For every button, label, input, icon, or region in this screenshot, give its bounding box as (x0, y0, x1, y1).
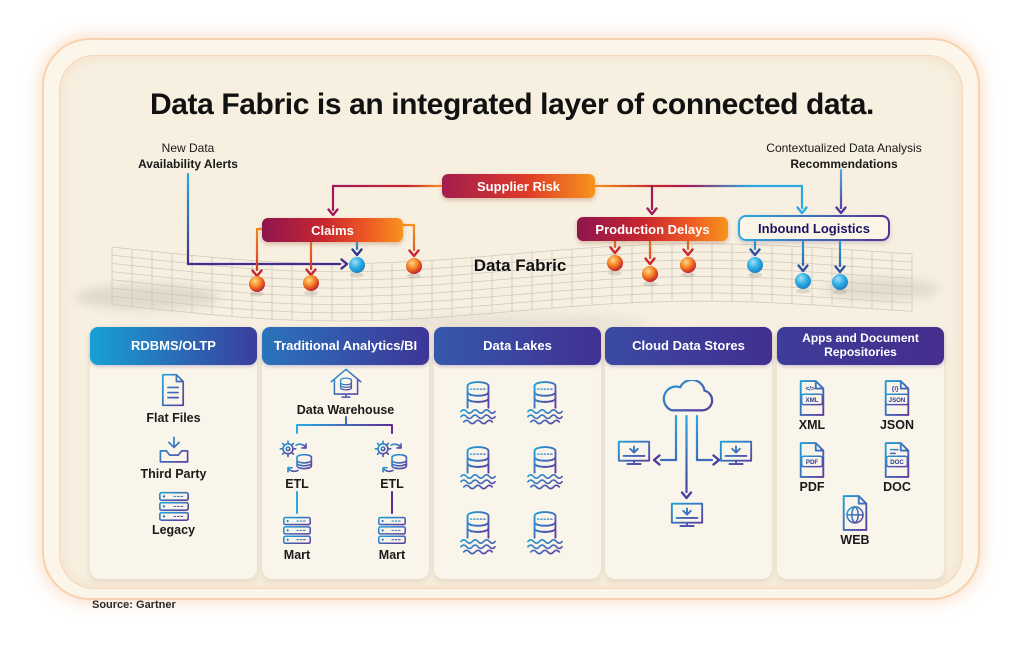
gear-database-sync-icon (276, 438, 318, 474)
node-claims: Claims (262, 218, 403, 242)
column-apps-document-repositories: Apps and Document Repositories </> XML {… (777, 327, 944, 579)
database-waves-icon (526, 509, 564, 555)
page-title: Data Fabric is an integrated layer of co… (149, 88, 874, 121)
json-file-icon: {i} JSON (881, 379, 913, 417)
warehouse-tree-connectors (296, 416, 393, 514)
column-header: Data Lakes (434, 327, 601, 365)
node-inbound-logistics: Inbound Logistics (738, 215, 890, 241)
annotation-line1: Contextualized Data Analysis (766, 141, 922, 155)
pdf-file-icon: PDF (796, 441, 828, 479)
database-waves-icon (459, 444, 497, 490)
column-item-label: Mart (378, 548, 406, 562)
column-item-label: ETL (285, 477, 309, 491)
column-rdbms-oltp: RDBMS/OLTP Flat Files Third Party Legacy (90, 327, 257, 579)
flat-file-document-icon (158, 373, 188, 407)
database-waves-icon (526, 444, 564, 490)
data-fabric-label: Data Fabric (473, 256, 567, 275)
annotation-line1: New Data (161, 141, 215, 155)
server-stack-icon (157, 491, 191, 521)
annotation-new-data: New Data Availability Alerts (103, 141, 273, 172)
json-badge-text: JSON (889, 397, 906, 404)
annotation-line2: Availability Alerts (138, 156, 238, 171)
column-item-label: Data Warehouse (296, 403, 395, 417)
column-item-label: WEB (840, 533, 870, 547)
column-header: RDBMS/OLTP (90, 327, 257, 365)
database-waves-icon (526, 379, 564, 425)
xml-glyph: </> (805, 385, 815, 392)
pdf-badge-text: PDF (806, 459, 818, 466)
database-waves-icon (459, 509, 497, 555)
json-glyph: {i} (892, 385, 899, 392)
column-data-lakes: Data Lakes (434, 327, 601, 579)
node-inbound-logistics-label: Inbound Logistics (740, 217, 888, 239)
column-cloud-data-stores: Cloud Data Stores (605, 327, 772, 579)
column-header: Apps and Document Repositories (777, 327, 944, 365)
annotation-line2: Recommendations (790, 156, 898, 171)
xml-badge-text: XML (806, 397, 819, 404)
annotation-recommendations: Contextualized Data Analysis Recommendat… (748, 141, 940, 172)
column-item-label: JSON (879, 418, 915, 432)
inbox-download-icon (157, 435, 191, 465)
column-item-label: PDF (799, 480, 825, 494)
doc-badge-text: DOC (890, 459, 904, 466)
node-production-delays: Production Delays (577, 217, 728, 241)
column-item-label: Mart (283, 548, 311, 562)
web-file-icon (839, 494, 871, 532)
column-traditional-analytics: Traditional Analytics/BI Data Warehouse … (262, 327, 429, 579)
xml-file-icon: </> XML (796, 379, 828, 417)
gear-database-sync-icon (371, 438, 413, 474)
server-stack-icon (281, 516, 313, 544)
column-header: Traditional Analytics/BI (262, 327, 429, 365)
column-item-label: Flat Files (146, 411, 201, 425)
column-item-label: XML (798, 418, 826, 432)
cloud-icon (658, 380, 716, 416)
monitor-download-icon (669, 501, 705, 533)
column-item-label: Third Party (140, 467, 207, 481)
database-waves-icon (459, 379, 497, 425)
source-attribution: Source: Gartner (92, 599, 176, 611)
column-item-label: Legacy (151, 523, 196, 537)
monitor-download-icon (718, 439, 754, 471)
server-stack-icon (376, 516, 408, 544)
column-item-label: DOC (883, 480, 911, 494)
cloud-distribution-arrows (652, 414, 721, 500)
doc-file-icon: DOC (881, 441, 913, 479)
column-item-label: ETL (380, 477, 404, 491)
node-supplier-risk: Supplier Risk (442, 174, 595, 198)
column-header: Cloud Data Stores (605, 327, 772, 365)
monitor-download-icon (616, 439, 652, 471)
